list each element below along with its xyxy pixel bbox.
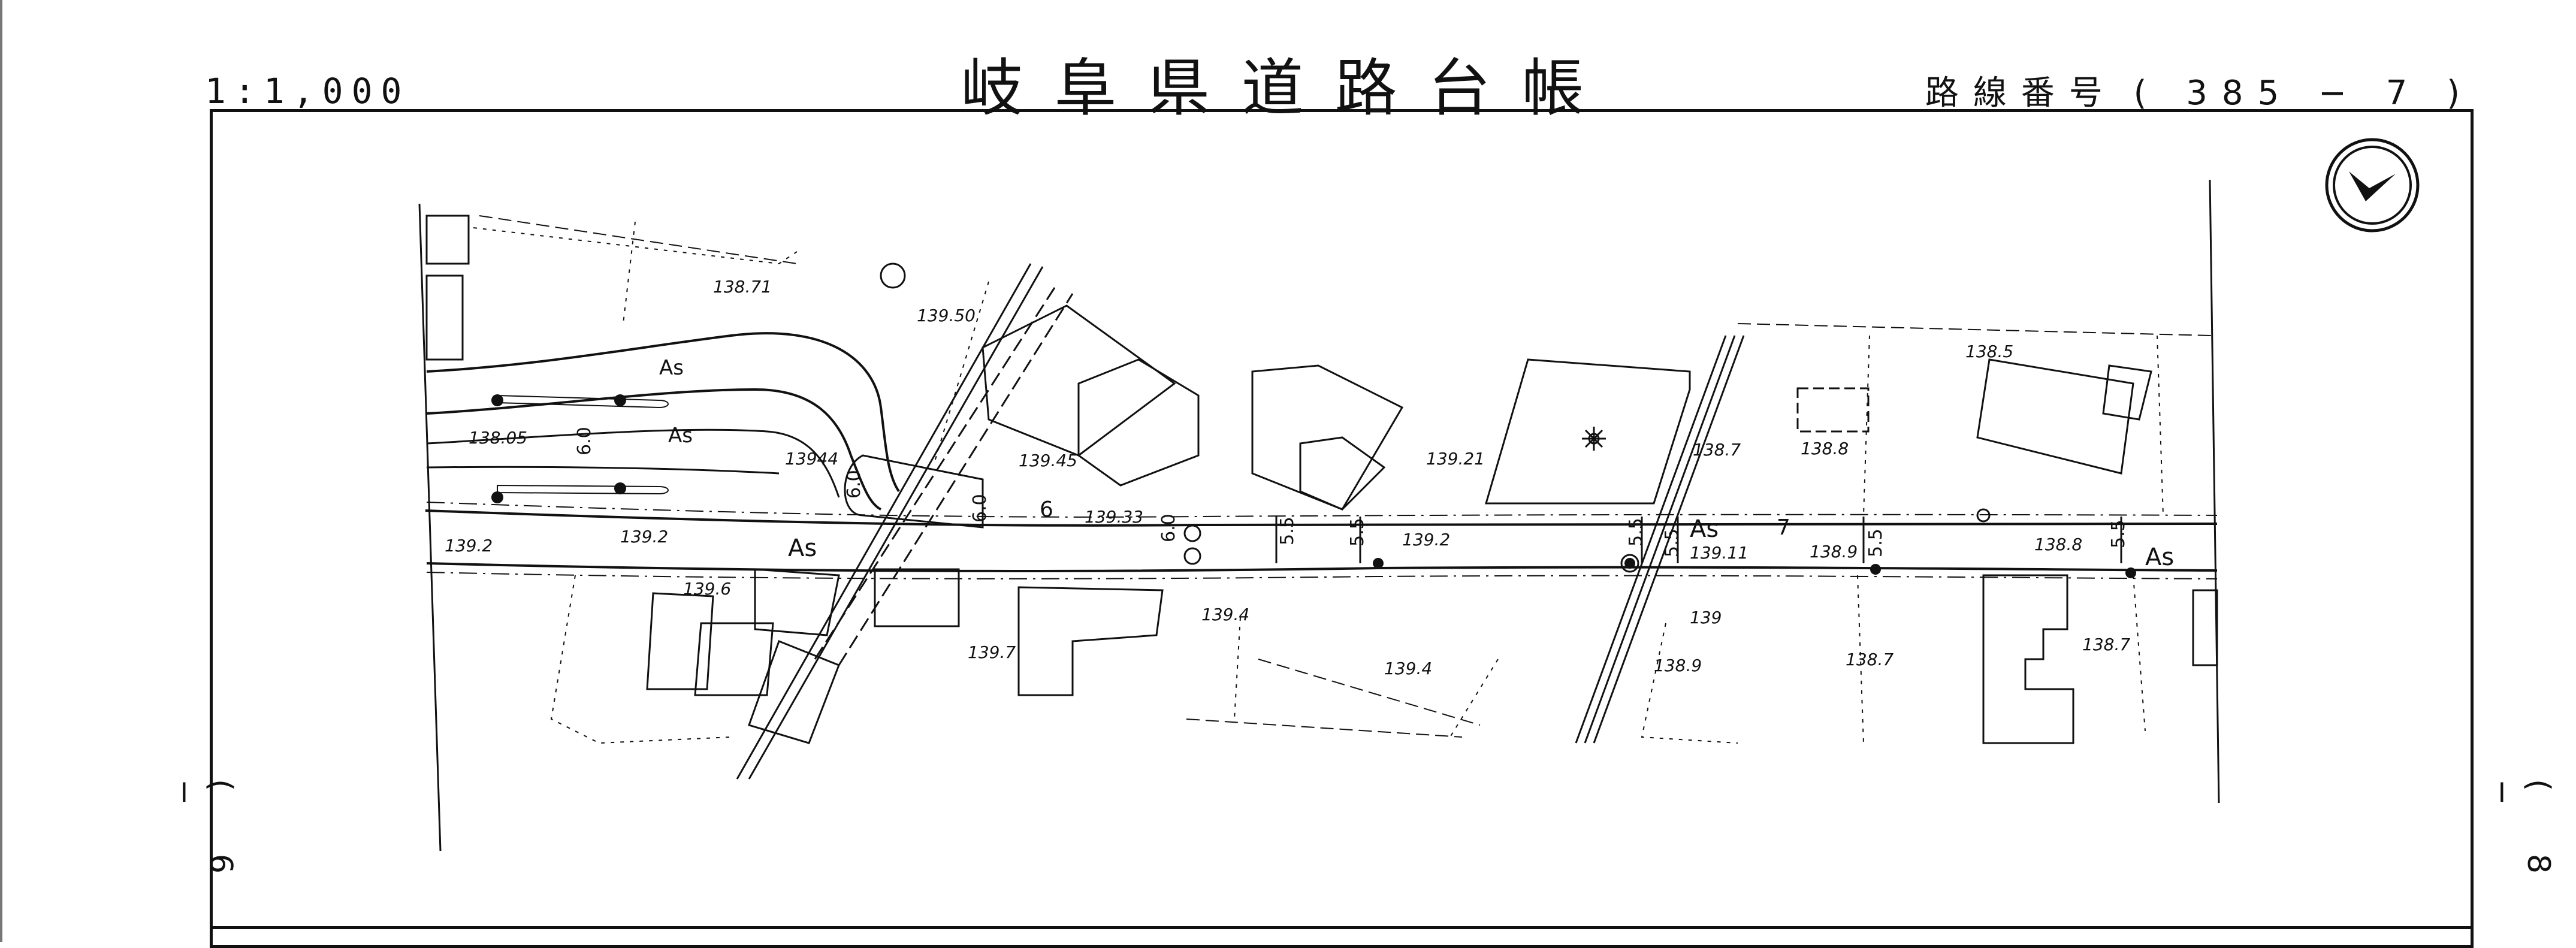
- road-width-label: 7: [1777, 515, 1790, 540]
- elevation-label: 138.8: [2034, 535, 2082, 554]
- north-arrow-icon: [2325, 138, 2420, 233]
- elevation-label: 139.2: [1402, 530, 1450, 550]
- road-surface-label: As: [668, 424, 693, 448]
- road-width-label: 5.5: [1626, 518, 1647, 547]
- road-width-label: 6: [1040, 497, 1053, 522]
- page-title: 岐阜県道路台帳: [961, 52, 1615, 125]
- route-number-label: 路線番号: [1925, 74, 2117, 113]
- elevation-label: 13944: [785, 449, 838, 469]
- elevation-label: 138.7: [1846, 650, 1894, 669]
- frame-bottom-rule: [210, 926, 2474, 929]
- elevation-label: 138.9: [1654, 656, 1702, 675]
- elevation-label: 139.7: [968, 642, 1016, 662]
- road-width-label: 6.0: [574, 427, 595, 455]
- route-number-value: ( 385 − 7 ): [2133, 74, 2474, 113]
- elevation-label: 139.4: [1201, 605, 1249, 624]
- route-number: 路線番号 ( 385 − 7 ): [1925, 66, 2474, 114]
- elevation-label: 138.7: [2082, 635, 2130, 654]
- elevation-label: 139.4: [1384, 659, 1432, 678]
- road-width-label: 5.5: [1347, 518, 1368, 547]
- adjacent-sheet-left: ( 6 −: [167, 779, 238, 900]
- elevation-label: 139.11: [1690, 543, 1748, 563]
- elevation-label: 138.05: [469, 428, 527, 448]
- elevation-label: 139.2: [445, 536, 493, 555]
- page-edge: [0, 0, 2, 942]
- map-scale: 1:1,000: [205, 71, 410, 111]
- elevation-label: 139: [1690, 608, 1722, 627]
- road-width-label: 5.5: [2108, 520, 2129, 548]
- elevation-label: 139.6: [683, 579, 731, 599]
- road-surface-label: As: [1690, 515, 1719, 543]
- elevation-label: 139.21: [1426, 449, 1485, 469]
- elevation-label: 139.33: [1085, 507, 1143, 527]
- road-width-label: 5.5: [1277, 517, 1298, 545]
- elevation-label: 139.45: [1019, 451, 1077, 470]
- elevation-label: 138.8: [1801, 439, 1849, 458]
- adjacent-sheet-right: ( 8 −: [2484, 779, 2556, 900]
- road-width-label: 6.0: [1158, 514, 1179, 542]
- elevation-label: 138.7: [1693, 440, 1741, 460]
- road-width-label: 5.5: [1865, 529, 1886, 557]
- elevation-label: 139.50: [917, 306, 976, 325]
- road-surface-label: As: [788, 535, 817, 562]
- road-width-label: 5.5: [1662, 529, 1683, 557]
- elevation-label: 138.71: [713, 277, 772, 297]
- road-surface-label: As: [2145, 544, 2174, 571]
- elevation-label: 139.2: [620, 527, 668, 547]
- elevation-label: 138.9: [1810, 542, 1858, 561]
- road-width-label: 6.0: [844, 470, 865, 499]
- road-surface-label: As: [659, 356, 684, 380]
- road-width-label: 6.0: [970, 494, 990, 523]
- elevation-label: 138.5: [1965, 342, 2013, 361]
